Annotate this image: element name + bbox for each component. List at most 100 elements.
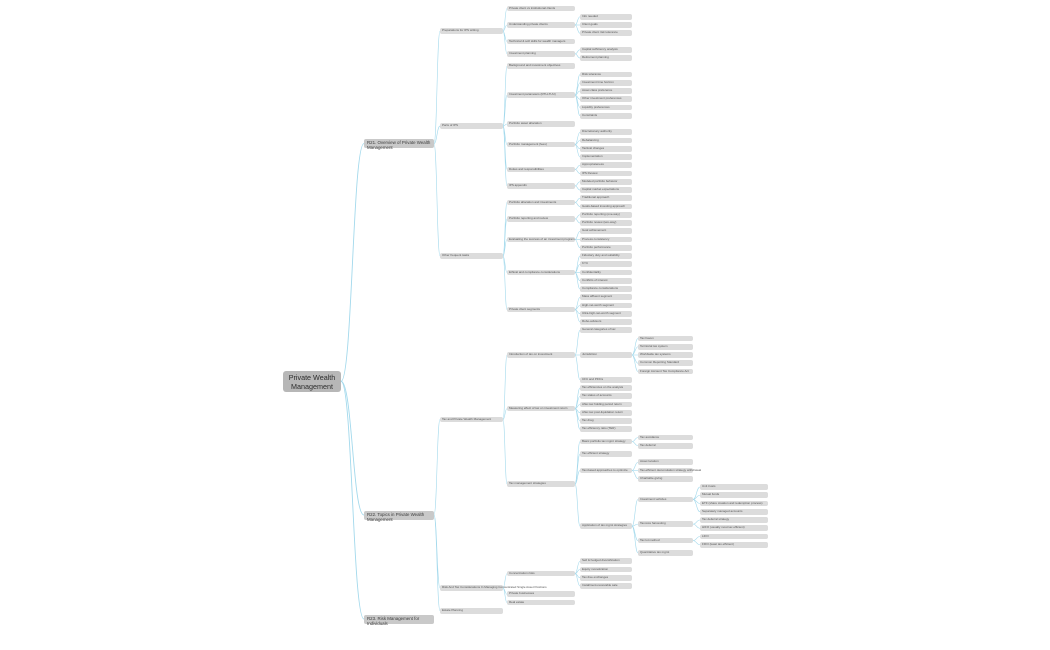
topic-duties-and-responsibilities[interactable]: Duties and responsibilities — [507, 166, 575, 173]
topic-private-businesses[interactable]: Private businesses — [507, 591, 575, 598]
topic-tax-lot-method[interactable]: Tax lot method — [638, 537, 693, 544]
topic-portfolio-reporting-one-way[interactable]: Portfolio reporting (one-way) — [580, 211, 632, 218]
root-topic[interactable]: Private Wealth Management — [283, 370, 341, 392]
topic-asset-location[interactable]: Asset location — [638, 459, 693, 466]
topic-foreign-account-tax-compliance-act[interactable]: Foreign Account Tax Compliance Act — [638, 368, 693, 375]
topic-portfolio-performance[interactable]: Portfolio performance — [580, 244, 632, 251]
topic-evaluating-the-success-of-an-investment-[interactable]: Evaluating the success of an investment … — [507, 236, 575, 243]
topic-info-needed[interactable]: Info needed — [580, 13, 632, 20]
topic-process-consistency[interactable]: Process consistency — [580, 236, 632, 243]
topic-tax-status-of-accounts[interactable]: Tax status of accounts — [580, 393, 632, 400]
topic-investment-parameters-rtlltuu[interactable]: Investment parameters (RTLLTUU) — [507, 92, 575, 98]
topic-r23-risk-management-for-individuals[interactable]: R23. Risk Management for Individuals — [364, 614, 434, 626]
topic-equity-monetization[interactable]: Equity monetization — [580, 566, 632, 573]
topic-tax-haven[interactable]: Tax haven — [638, 335, 693, 342]
topic-after-tax-holding-period-return[interactable]: After-tax holding period return — [580, 401, 632, 408]
topic-other-investment-preferences[interactable]: Other investment preferences — [580, 96, 632, 103]
topic-goal-achievement[interactable]: Goal achievement — [580, 228, 632, 235]
topic-quantitative-tax-mgmt[interactable]: Quantitative tax mgmt — [638, 550, 693, 556]
topic-other-frequent-tasks[interactable]: Other frequent tasks — [440, 253, 503, 259]
topic-ips-appendix[interactable]: IPS appendix — [507, 183, 575, 189]
topic-estate-planning[interactable]: Estate Planning — [440, 607, 503, 614]
topic-concentration-risks[interactable]: Concentration risks — [507, 570, 575, 577]
topic-tax-avoidance[interactable]: Tax avoidance — [638, 434, 693, 441]
topic-liquidity-preferences[interactable]: Liquidity preferences — [580, 104, 632, 111]
topic-general-categories-of-tax[interactable]: General categories of tax — [580, 327, 632, 334]
topic-capital-market-expectations[interactable]: Capital market expectations — [580, 187, 632, 193]
topic-understanding-private-clients[interactable]: Understanding private clients — [507, 22, 575, 28]
topic-tax-and-private-wealth-management[interactable]: Tax and Private Wealth Management — [440, 416, 503, 423]
topic-goals-based-investing-approach[interactable]: Goals-based investing approach — [580, 203, 632, 210]
topic-rebalancing[interactable]: Rebalancing — [580, 137, 632, 144]
topic-sell-hedged-diversification[interactable]: Sell & hedged diversification — [580, 558, 632, 565]
topic-confidentiality[interactable]: Confidentiality — [580, 269, 632, 276]
topic-tax-deferral[interactable]: Tax deferral — [638, 442, 693, 449]
topic-r22-topics-in-private-wealth-management[interactable]: R22. Topics in Private Wealth Management — [364, 510, 434, 522]
topic-client-goals[interactable]: Client goals — [580, 22, 632, 28]
topic-private-client-risk-tolerance[interactable]: Private client risk tolerance — [580, 30, 632, 37]
topic-separately-managed-accounts[interactable]: Separately managed accounts — [700, 508, 768, 515]
topic-investment-vehicles[interactable]: Investment vehicles — [638, 496, 693, 503]
topic-after-tax-post-liquidation-return[interactable]: After-tax post-liquidation return — [580, 409, 632, 416]
topic-tax-loss-harvesting[interactable]: Tax-loss harvesting — [638, 521, 693, 527]
topic-r21-overview-of-private-wealth-managemen[interactable]: R21. Overview of Private Wealth Manageme… — [364, 139, 434, 150]
topic-tax-efficient-strategy[interactable]: Tax efficient strategy — [580, 451, 632, 457]
topic-portfolio-asset-allocation[interactable]: Portfolio asset allocation — [507, 121, 575, 127]
topic-etf-share-creation-and-redemption-proces[interactable]: ETF (share creation and redemption proce… — [700, 500, 768, 507]
topic-measuring-effect-of-tax-on-investment-re[interactable]: Measuring effect of tax on investment re… — [507, 405, 575, 412]
topic-common-reporting-standard[interactable]: Common Reporting Standard — [638, 360, 693, 367]
topic-capital-sufficiency-analysis[interactable]: Capital sufficiency analysis — [580, 46, 632, 53]
topic-implementation[interactable]: Implementation — [580, 154, 632, 160]
topic-private-client-vs-institutional-clients[interactable]: Private client vs institutional clients — [507, 5, 575, 12]
topic-territorial-tax-system[interactable]: Territorial tax system — [638, 343, 693, 350]
topic-portfolio-review-two-way[interactable]: Portfolio review (two-way) — [580, 220, 632, 226]
topic-robo-advisors[interactable]: Robo-advisors — [580, 319, 632, 325]
topic-real-estate[interactable]: Real estate — [507, 599, 575, 606]
topic-modeled-portfolio-behavior[interactable]: Modeled portfolio behavior — [580, 178, 632, 185]
topic-cfc-and-pfics[interactable]: CFC and PFICs — [580, 376, 632, 383]
topic-basic-portfolio-tax-mgmt-strategy[interactable]: Basic portfolio tax mgmt strategy — [580, 438, 632, 445]
topic-risk-and-tax-considerations-in-managing-[interactable]: Risk And Tax Considerations In Managing … — [440, 585, 547, 591]
topic-traditional-approach[interactable]: Traditional approach — [580, 195, 632, 202]
topic-portfolio-reporting-and-review[interactable]: Portfolio reporting and review — [507, 216, 575, 222]
topic-ethical-and-compliance-considerations[interactable]: Ethical and compliance considerations — [507, 269, 575, 276]
topic-tax-free-exchanges[interactable]: Tax-free exchanges — [580, 574, 632, 581]
topic-high-net-worth-segment[interactable]: High-net-worth segment — [580, 302, 632, 309]
topic-hifo-usually-most-tax-efficient[interactable]: HIFO (usually most tax efficient) — [700, 525, 768, 532]
topic-ultra-high-net-worth-segment[interactable]: Ultra-high-net-worth segment — [580, 310, 632, 317]
topic-unit-trusts[interactable]: Unit trusts — [700, 484, 768, 490]
topic-investment-time-horizon[interactable]: Investment time horizon — [580, 79, 632, 86]
topic-application-of-tax-mgmt-strategies[interactable]: Application of tax mgmt strategies — [580, 523, 632, 529]
topic-fiduciary-duty-and-suitability[interactable]: Fiduciary duty and suitability — [580, 253, 632, 259]
topic-investment-planning[interactable]: Investment planning — [507, 51, 575, 57]
topic-kyc[interactable]: KYC — [580, 261, 632, 268]
topic-introduction-of-tax-on-investment[interactable]: Introduction of tax on investment — [507, 352, 575, 358]
topic-tax-drag[interactable]: Tax drag — [580, 418, 632, 424]
topic-background-and-investment-objectives[interactable]: Background and investment objectives — [507, 63, 575, 70]
topic-tax-efficient-decumulation-strategy-with[interactable]: Tax-efficient decumulation strategy with… — [638, 467, 702, 474]
topic-retirement-planning[interactable]: Retirement planning — [580, 55, 632, 61]
topic-technical-soft-skills-for-wealth-manager[interactable]: Technical & soft skills for wealth manag… — [507, 38, 575, 45]
topic-tax-efficiencies-on-the-analysis[interactable]: Tax efficiencies on the analysis — [580, 385, 632, 391]
topic-charitable-giving[interactable]: Charitable giving — [638, 475, 693, 482]
topic-lifo[interactable]: LIFO — [700, 533, 768, 540]
topic-installment-receivable-sale[interactable]: Installment-receivable sale — [580, 583, 632, 589]
topic-ips-review[interactable]: IPS Review — [580, 170, 632, 177]
topic-portfolio-management-fees[interactable]: Portfolio management (fees) — [507, 141, 575, 148]
topic-preparations-for-ips-writing[interactable]: Preparations for IPS writing — [440, 28, 503, 34]
topic-tax-deferral-strategy[interactable]: Tax deferral strategy — [700, 517, 768, 523]
topic-tactical-changes[interactable]: Tactical changes — [580, 145, 632, 152]
topic-appropriateness[interactable]: Appropriateness — [580, 162, 632, 169]
topic-portfolio-allocation-and-investments[interactable]: Portfolio allocation and investments — [507, 199, 575, 206]
topic-mass-affluent-segment[interactable]: Mass affluent segment — [580, 294, 632, 301]
topic-compliance-considerations[interactable]: Compliance considerations — [580, 286, 632, 292]
topic-tax-management-strategies[interactable]: Tax management strategies — [507, 481, 575, 487]
topic-constraints[interactable]: Constraints — [580, 112, 632, 119]
topic-worldwide-tax-systems[interactable]: Worldwide tax systems — [638, 352, 693, 358]
topic-private-client-segments[interactable]: Private client segments — [507, 306, 575, 313]
topic-tax-efficiency-ratio-ter[interactable]: Tax efficiency ratio (TER) — [580, 426, 632, 433]
topic-jurisdiction[interactable]: Jurisdiction — [580, 352, 632, 358]
topic-fifo-least-tax-efficient[interactable]: FIFO (least tax efficient) — [700, 541, 768, 548]
topic-asset-class-preference[interactable]: Asset class preference — [580, 88, 632, 94]
topic-risk-tolerance[interactable]: Risk tolerance — [580, 71, 632, 78]
